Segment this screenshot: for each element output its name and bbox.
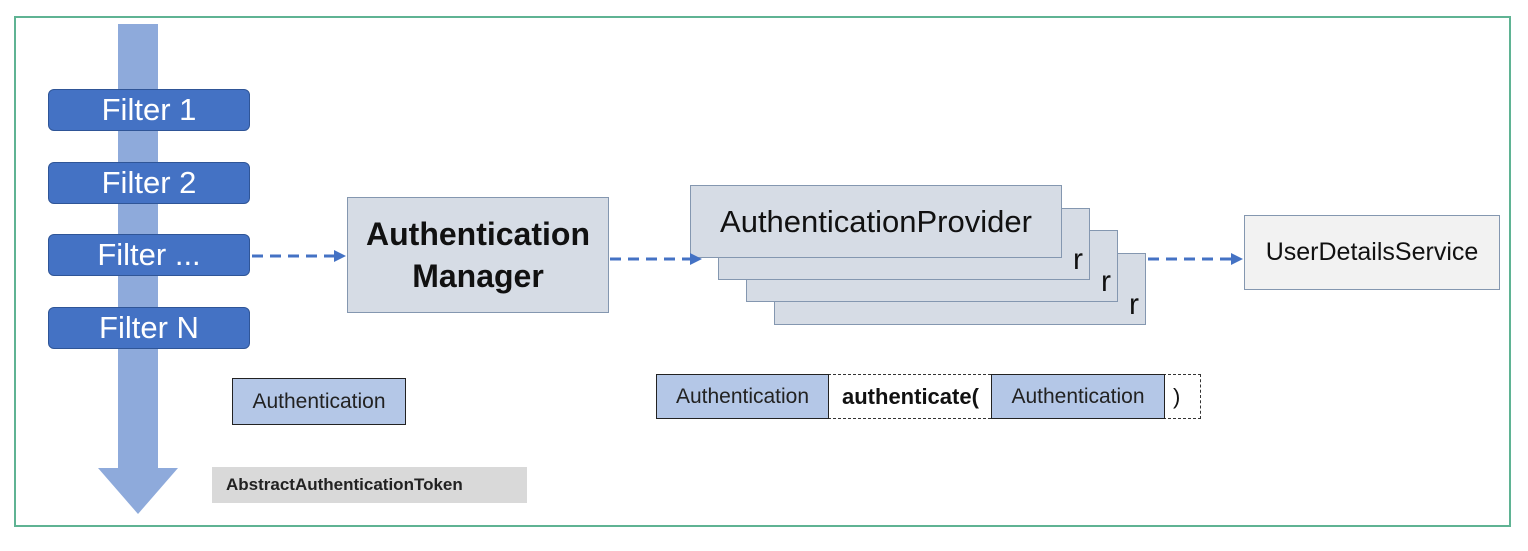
authentication-provider-box: AuthenticationProvider	[690, 185, 1062, 258]
provider-to-uds-arrow-head	[1231, 253, 1243, 265]
abstract-authentication-token-label: AbstractAuthenticationToken	[212, 467, 527, 503]
filter-n: Filter N	[48, 307, 250, 349]
method-return-type-box: Authentication	[656, 374, 829, 419]
filter-1: Filter 1	[48, 89, 250, 131]
method-name: authenticate(	[842, 383, 979, 409]
manager-line-1: Authentication	[366, 216, 590, 252]
filter-ellipsis: Filter ...	[48, 234, 250, 276]
method-param-type-box: Authentication	[991, 374, 1165, 419]
diagram-frame	[14, 16, 1511, 527]
manager-to-provider-arrow-head	[690, 253, 702, 265]
filter-to-manager-arrow-head	[334, 250, 346, 262]
provider-card-back-tail: r	[1129, 288, 1139, 321]
user-details-service-box: UserDetailsService	[1244, 215, 1500, 290]
manager-line-2: Manager	[412, 258, 544, 294]
filter-chain-arrow-head	[98, 468, 178, 514]
authentication-object-box: Authentication	[232, 378, 406, 425]
filter-2: Filter 2	[48, 162, 250, 204]
authentication-manager-box: Authentication Manager	[347, 197, 609, 313]
provider-label: AuthenticationProvider	[720, 203, 1032, 239]
provider-card-middle-tail: r	[1101, 265, 1111, 298]
method-close-paren: )	[1173, 383, 1181, 409]
provider-card-second-tail: r	[1073, 243, 1083, 276]
